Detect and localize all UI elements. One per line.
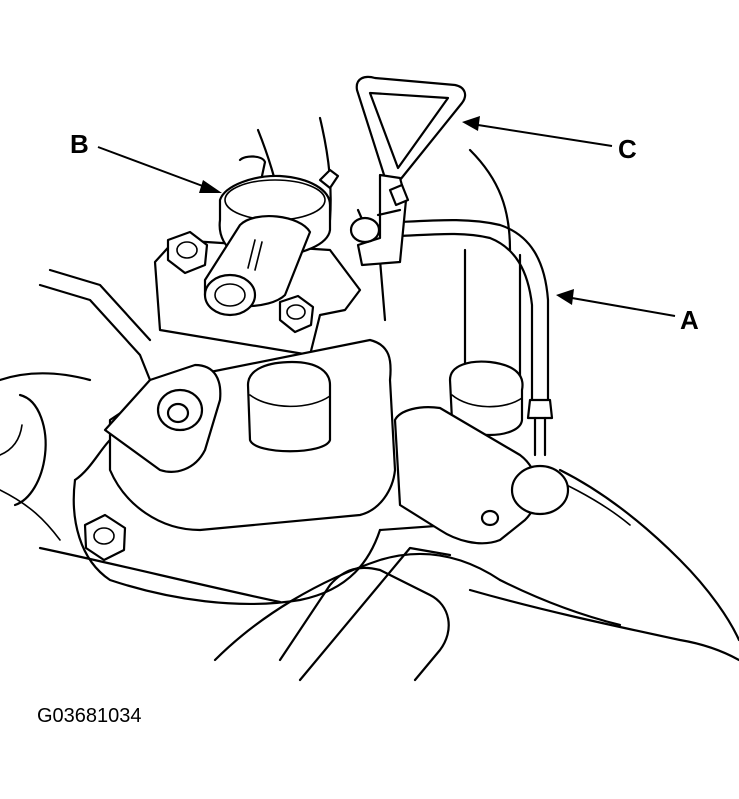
selector-lever [393, 406, 570, 545]
leader-arrow-b [97, 146, 222, 193]
callout-label-a: A [680, 305, 699, 335]
leader-arrow-c [462, 116, 613, 147]
bracket [38, 268, 222, 473]
leader-arrow-a [556, 289, 676, 317]
figure-code: G03681034 [37, 705, 142, 727]
component-c-clip [349, 75, 467, 267]
shift-shaft [448, 248, 524, 436]
component-b-cylinder [203, 155, 340, 317]
bolt-right [278, 294, 315, 334]
callout-label-c: C [618, 134, 637, 164]
bolt-left [166, 230, 209, 275]
bolt-lower [83, 513, 127, 562]
component-a-cable [398, 219, 554, 457]
callout-label-b: B [70, 129, 89, 159]
